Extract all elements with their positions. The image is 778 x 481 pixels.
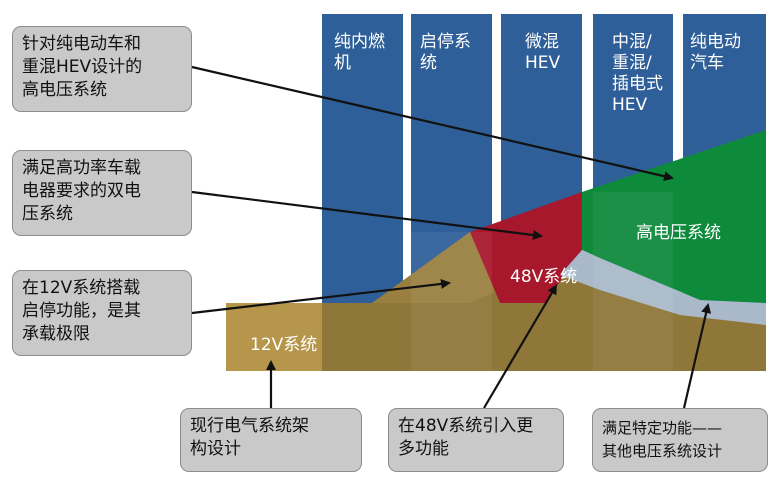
callout-high-voltage: 针对纯电动车和 重混HEV设计的 高电压系统 — [12, 26, 192, 112]
callout-line: 承载极限 — [22, 324, 90, 344]
region-12v-area — [226, 232, 766, 371]
callout-line: 多功能 — [398, 439, 449, 459]
column-label-micro-hybrid: 微混 HEV — [525, 32, 560, 74]
column-label-start-stop: 启停系 统 — [420, 32, 471, 74]
column-label-line: 机 — [334, 53, 351, 73]
column-label-line: 汽车 — [690, 53, 724, 73]
column-label-ev: 纯电动 汽车 — [690, 32, 741, 74]
callout-line: 电器要求的双电 — [22, 181, 141, 201]
callout-line: 启停功能，是其 — [22, 301, 141, 321]
region-label-48v: 48V系统 — [510, 267, 578, 287]
column-label-line: 纯电动 — [690, 32, 741, 52]
region-48v-area — [470, 192, 582, 303]
arrow-other-voltage — [682, 303, 712, 409]
column-label-line: 重混/ — [612, 53, 652, 73]
region-other-voltage-band — [560, 250, 766, 325]
callout-12v-limit: 在12V系统搭载 启停功能，是其 承载极限 — [12, 270, 192, 356]
callout-line: 满足特定功能—— — [602, 419, 723, 437]
arrow-dual-voltage — [191, 190, 543, 240]
region-high-voltage-area — [582, 130, 766, 303]
arrow-12v-limit — [191, 278, 451, 315]
callout-line: 现行电气系统架 — [190, 416, 309, 436]
column-label-mild-hybrid: 中混/ 重混/ 插电式 HEV — [612, 32, 663, 116]
column-label-line: HEV — [612, 95, 648, 115]
column-label-line: 统 — [420, 53, 437, 73]
callout-line: 构设计 — [190, 439, 241, 459]
callout-line: 针对纯电动车和 — [22, 34, 141, 54]
callout-line: 满足高功率车载 — [22, 158, 141, 178]
column-label-line: 中混/ — [612, 32, 652, 52]
region-12v-light-band — [226, 303, 322, 371]
column-label-line: 微混 — [525, 32, 559, 52]
column-overlay-start-stop — [411, 232, 492, 371]
callout-line: 在12V系统搭载 — [22, 278, 141, 298]
callout-current-architecture: 现行电气系统架 构设计 — [180, 408, 362, 472]
column-label-line: 纯内燃 — [334, 32, 385, 52]
region-label-12v: 12V系统 — [250, 335, 318, 355]
callout-dual-voltage: 满足高功率车载 电器要求的双电 压系统 — [12, 150, 192, 236]
callout-line: 其他电压系统设计 — [602, 442, 723, 460]
callout-line: 压系统 — [22, 204, 73, 224]
region-label-high-voltage: 高电压系统 — [636, 223, 721, 243]
callout-line: 高电压系统 — [22, 80, 107, 100]
callout-line: 在48V系统引入更 — [398, 416, 534, 436]
callout-48v-functions: 在48V系统引入更 多功能 — [388, 408, 564, 472]
arrow-48v-functions — [483, 284, 558, 409]
column-label-line: 启停系 — [420, 32, 471, 52]
region-12v-upper-band — [372, 232, 500, 303]
column-label-ice: 纯内燃 机 — [334, 32, 385, 74]
callout-other-voltage: 满足特定功能—— 其他电压系统设计 — [592, 408, 768, 472]
arrow-high-voltage — [191, 65, 674, 182]
column-overlay-mild-hybrid — [593, 192, 673, 371]
column-label-line: 插电式 — [612, 74, 663, 94]
column-label-line: HEV — [525, 53, 561, 73]
callout-line: 重混HEV设计的 — [22, 57, 143, 77]
